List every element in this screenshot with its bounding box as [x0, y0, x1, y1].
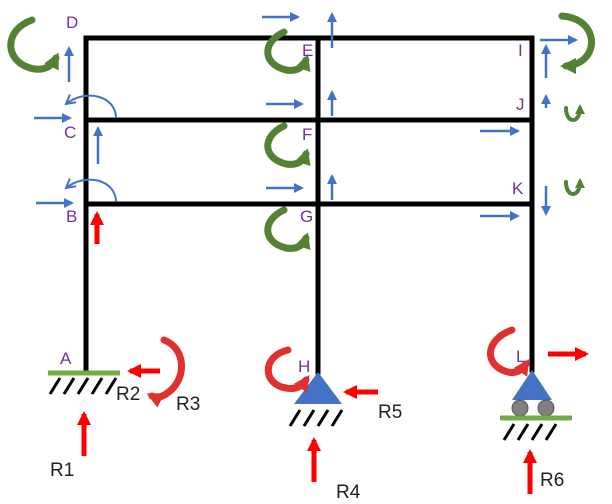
- node-label-D: D: [66, 13, 78, 32]
- moment-arrow-L: [487, 326, 530, 377]
- small-moment-arrows: [66, 96, 117, 203]
- node-label-K: K: [512, 179, 524, 198]
- moment-arrow-F: [264, 122, 311, 168]
- node-label-L: L: [516, 347, 525, 366]
- moment-arrow-G: [264, 206, 311, 252]
- node-label-F: F: [302, 125, 312, 144]
- moment-arrow-C: [66, 96, 117, 119]
- horizontal-load-arrows: [34, 12, 578, 221]
- moment-arrow-B: [66, 180, 117, 203]
- moment-arrow-D: [7, 16, 60, 73]
- support-roller-L: [500, 370, 572, 441]
- node-label-B: B: [66, 207, 77, 226]
- roller-wheel: [537, 399, 555, 417]
- node-label-A: A: [60, 349, 72, 368]
- moment-arrow-H: [264, 346, 310, 393]
- moment-arrow-J: [564, 104, 585, 122]
- node-label-C: C: [64, 123, 76, 142]
- support-fixed-A: [48, 370, 120, 395]
- reaction-label-R1: R1: [50, 460, 74, 481]
- roller-triangle: [512, 370, 552, 400]
- reaction-moments: [146, 326, 530, 408]
- reaction-forces: [77, 211, 589, 494]
- moment-arrow-E: [264, 28, 311, 74]
- moment-arrow-K: [564, 178, 585, 196]
- node-labels: D C B A E F G H I J K L: [60, 13, 525, 376]
- reaction-label-R3: R3: [176, 394, 200, 415]
- node-label-H: H: [298, 357, 310, 376]
- node-label-G: G: [300, 207, 313, 226]
- moment-arrow-I: [558, 12, 596, 74]
- hatching: [502, 423, 558, 441]
- node-label-E: E: [302, 41, 313, 60]
- reaction-label-R5: R5: [378, 402, 402, 423]
- reaction-label-R6: R6: [540, 470, 564, 491]
- reaction-labels: R1 R2 R3 R4 R5 R6: [50, 384, 564, 503]
- reaction-label-R2: R2: [116, 384, 140, 405]
- node-label-I: I: [518, 41, 523, 60]
- frame-members: [83, 35, 535, 375]
- support-pinned-H: [288, 372, 344, 427]
- pin-triangle: [294, 372, 342, 404]
- roller-wheel: [511, 399, 529, 417]
- green-moment-arrows: [7, 12, 596, 252]
- vertical-load-arrows: [64, 12, 551, 216]
- hatching: [288, 409, 344, 427]
- node-label-J: J: [516, 95, 525, 114]
- hatching: [48, 377, 118, 395]
- reaction-label-R4: R4: [336, 482, 361, 503]
- moment-arrow-R3: [146, 336, 185, 408]
